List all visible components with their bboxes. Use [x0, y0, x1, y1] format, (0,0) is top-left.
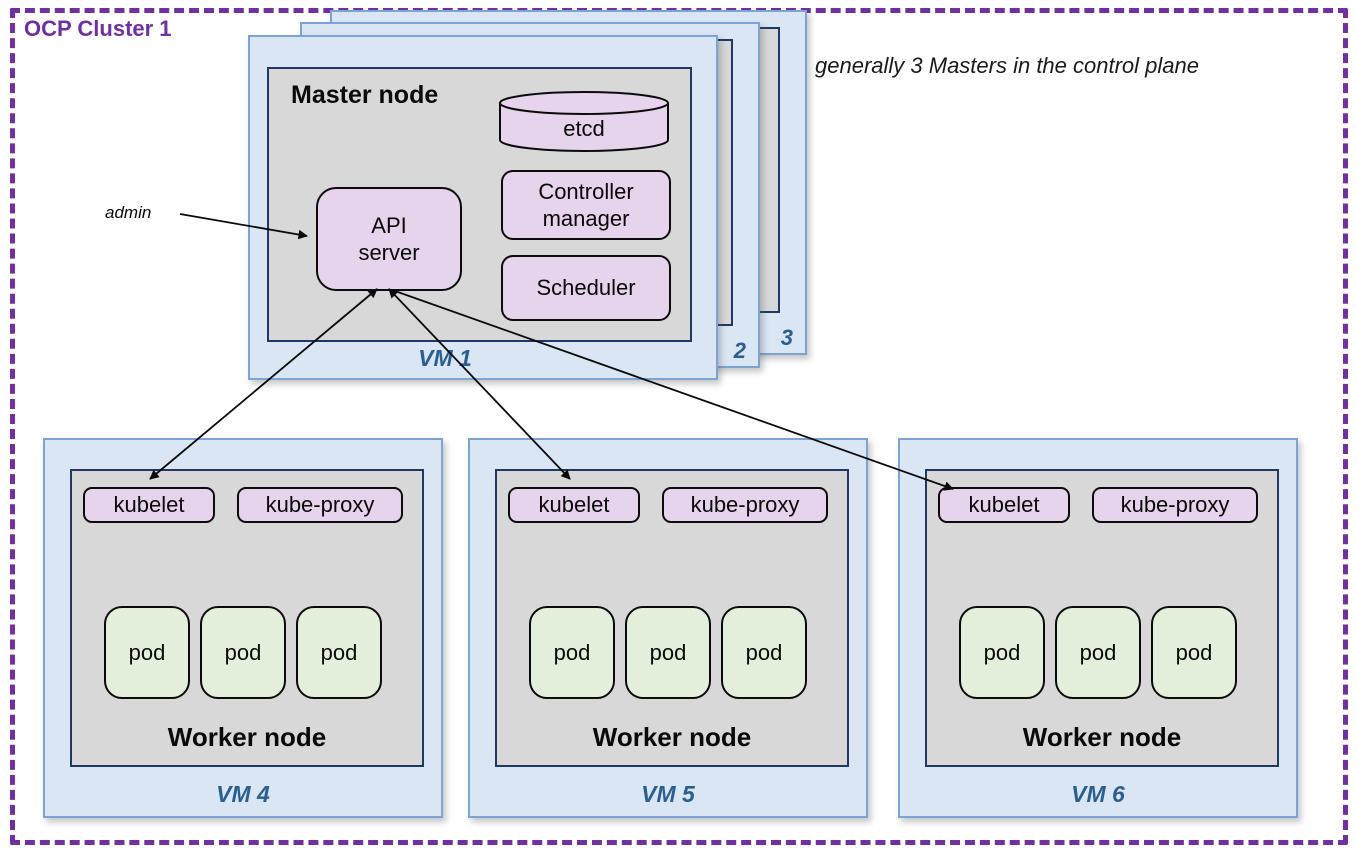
kubelet-box: kubelet [83, 487, 215, 523]
vm-5: kubelet kube-proxy pod pod pod Worker no… [468, 438, 868, 818]
pod-box: pod [1151, 606, 1237, 699]
vm-3-label: 3 [780, 325, 793, 350]
worker-node-title: Worker node [1022, 722, 1182, 752]
scheduler-box: Scheduler [501, 255, 671, 321]
pod-box: pod [721, 606, 807, 699]
control-plane-note: generally 3 Masters in the control plane [815, 53, 1199, 78]
worker-node-2: kubelet kube-proxy pod pod pod Worker no… [495, 469, 849, 767]
worker-node-title: Worker node [592, 722, 752, 752]
etcd-cylinder: etcd [499, 91, 669, 152]
etcd-label: etcd [563, 116, 605, 141]
kube-proxy-box: kube-proxy [237, 487, 403, 523]
master-node: Master node etcd API server Controller m… [267, 67, 692, 342]
pod-box: pod [296, 606, 382, 699]
controller-manager-box: Controller manager [501, 170, 671, 240]
kube-proxy-box: kube-proxy [1092, 487, 1258, 523]
master-node-title: Master node [291, 81, 439, 109]
worker-node-3: kubelet kube-proxy pod pod pod Worker no… [925, 469, 1279, 767]
vm-1-label: VM 1 [418, 345, 472, 371]
vm-5-label: VM 5 [641, 781, 695, 807]
pod-box: pod [200, 606, 286, 699]
kubelet-box: kubelet [508, 487, 640, 523]
pod-box: pod [104, 606, 190, 699]
vm-6: kubelet kube-proxy pod pod pod Worker no… [898, 438, 1298, 818]
pod-box: pod [1055, 606, 1141, 699]
kubelet-box: kubelet [938, 487, 1070, 523]
pod-box: pod [959, 606, 1045, 699]
vm-4: kubelet kube-proxy pod pod pod Worker no… [43, 438, 443, 818]
vm-6-label: VM 6 [1071, 781, 1125, 807]
vm-4-label: VM 4 [216, 781, 270, 807]
cluster-title: OCP Cluster 1 [24, 16, 172, 41]
kube-proxy-box: kube-proxy [662, 487, 828, 523]
worker-node-title: Worker node [167, 722, 327, 752]
api-server-box: API server [316, 187, 462, 291]
pod-box: pod [625, 606, 711, 699]
vm-1: Master node etcd API server Controller m… [248, 35, 718, 380]
admin-label: admin [105, 203, 152, 222]
pod-box: pod [529, 606, 615, 699]
vm-2-label: 2 [733, 338, 746, 363]
worker-node-1: kubelet kube-proxy pod pod pod Worker no… [70, 469, 424, 767]
